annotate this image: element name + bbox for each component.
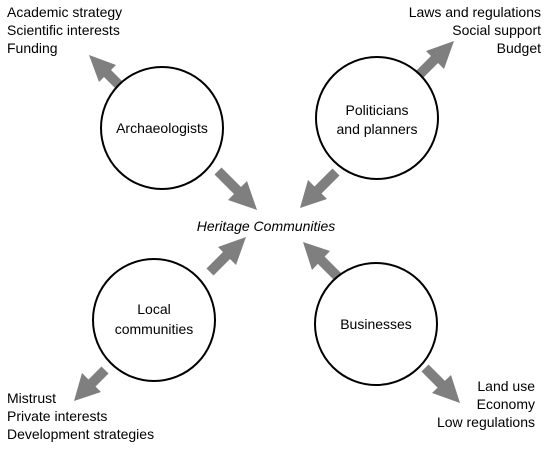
stakeholder-local-communities: Local communities	[92, 258, 216, 382]
arrow-politicians-to-center	[300, 168, 340, 208]
factor-item: Low regulations	[437, 414, 535, 430]
factors-local-communities: Mistrust Private interests Development s…	[7, 390, 154, 442]
factor-item: Laws and regulations	[409, 4, 541, 20]
factors-businesses: Land use Economy Low regulations	[437, 378, 535, 430]
arrow-archaeologists-to-center	[214, 167, 257, 210]
arrow-businesses-to-factors	[421, 364, 460, 403]
factor-item: Economy	[477, 396, 535, 412]
arrow-archaeologists-to-factors	[89, 55, 124, 90]
archaeologists-label: Archaeologists	[116, 120, 208, 136]
factor-item: Development strategies	[7, 426, 154, 442]
factor-item: Scientific interests	[7, 22, 120, 38]
stakeholder-politicians: Politicians and planners	[315, 56, 439, 180]
local-label-line-1: Local	[137, 301, 170, 317]
factor-item: Mistrust	[7, 390, 56, 406]
factor-item: Social support	[452, 22, 541, 38]
factors-archaeologists: Academic strategy Scientific interests F…	[7, 4, 122, 56]
arrow-local-to-center	[206, 237, 246, 276]
factor-item: Academic strategy	[7, 4, 122, 20]
arrow-local-to-factors	[74, 366, 109, 401]
circle-politicians	[315, 56, 439, 180]
arrows	[74, 41, 460, 403]
arrow-politicians-to-factors	[414, 41, 454, 80]
circle-archaeologists	[100, 66, 224, 190]
stakeholder-archaeologists: Archaeologists	[100, 66, 224, 190]
stakeholder-businesses: Businesses	[314, 262, 438, 386]
factor-item: Private interests	[7, 408, 107, 424]
factor-item: Funding	[7, 40, 58, 56]
factors-politicians: Laws and regulations Social support Budg…	[409, 4, 541, 56]
local-label-line-2: communities	[115, 321, 194, 337]
businesses-label: Businesses	[340, 316, 412, 332]
factor-item: Budget	[497, 40, 541, 56]
factor-item: Land use	[477, 378, 535, 394]
circle-local-communities	[92, 258, 216, 382]
arrow-businesses-to-center	[303, 242, 342, 281]
politicians-label-line-1: Politicians	[345, 102, 408, 118]
circle-businesses	[314, 262, 438, 386]
politicians-label-line-2: and planners	[337, 121, 418, 137]
center-label: Heritage Communities	[197, 218, 336, 234]
